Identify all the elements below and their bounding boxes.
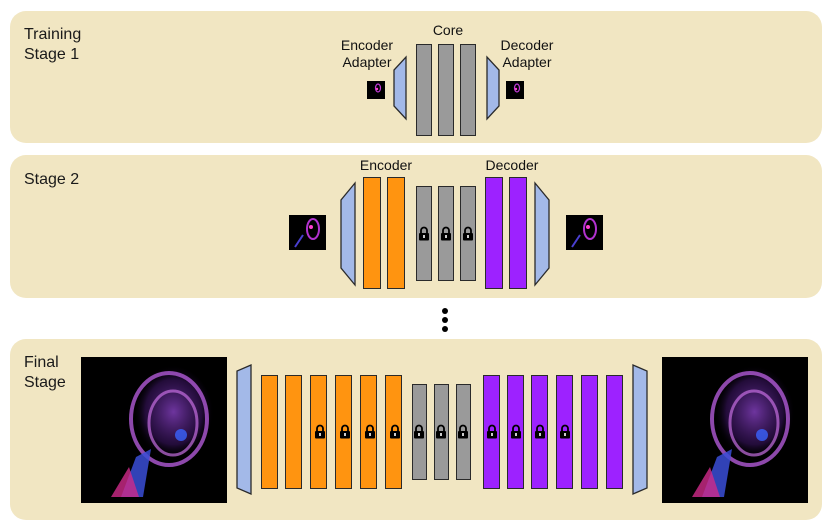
decoder-adapter-trapezoid [486, 55, 500, 121]
encoder-adapter-trapezoid [393, 55, 407, 121]
final-stage-panel: Final Stage [10, 339, 822, 520]
stage-2-label: Stage 2 [24, 171, 80, 188]
output-image [662, 357, 808, 503]
lock-icon [340, 424, 350, 439]
encoder-block-2 [387, 177, 405, 289]
core-block-1 [416, 44, 432, 136]
stage-1-label: Training Stage 1 [24, 26, 82, 63]
encoder-adapter-trapezoid [340, 181, 356, 287]
lock-icon [390, 424, 400, 439]
lock-icon [436, 424, 446, 439]
encoder-block-1 [261, 375, 278, 489]
final-stage-label: Final Stage [24, 354, 66, 391]
decoder-block-6 [606, 375, 623, 489]
input-image-thumbnail [289, 215, 326, 250]
core-block-3 [460, 44, 476, 136]
lock-icon [535, 424, 545, 439]
lock-icon [419, 226, 429, 241]
encoder-block-2 [285, 375, 302, 489]
lock-icon [560, 424, 570, 439]
stage-2-panel: Stage 2 Encoder Decoder [10, 155, 822, 298]
encoder-adapter-trapezoid [236, 364, 252, 495]
input-image [81, 357, 227, 503]
lock-icon [511, 424, 521, 439]
lock-icon [441, 226, 451, 241]
output-image-thumbnail [566, 215, 603, 250]
lock-icon [463, 226, 473, 241]
lock-icon [315, 424, 325, 439]
decoder-label: Decoder [485, 157, 539, 173]
decoder-block-5 [581, 375, 598, 489]
decoder-block-1 [485, 177, 503, 289]
core-block-2 [438, 44, 454, 136]
decoder-adapter-label: Decoder Adapter [500, 37, 554, 70]
lock-icon [458, 424, 468, 439]
encoder-adapter-label: Encoder Adapter [340, 37, 394, 70]
decoder-adapter-trapezoid [534, 181, 550, 287]
input-image-thumbnail [367, 81, 385, 99]
encoder-label: Encoder [359, 157, 413, 173]
lock-icon [414, 424, 424, 439]
output-image-thumbnail [506, 81, 524, 99]
lock-icon [365, 424, 375, 439]
core-label: Core [432, 22, 464, 38]
decoder-adapter-trapezoid [632, 364, 648, 495]
encoder-block-1 [363, 177, 381, 289]
stage-1-panel: Training Stage 1 Encoder Adapter Core De… [10, 11, 822, 143]
lock-icon [487, 424, 497, 439]
decoder-block-2 [509, 177, 527, 289]
